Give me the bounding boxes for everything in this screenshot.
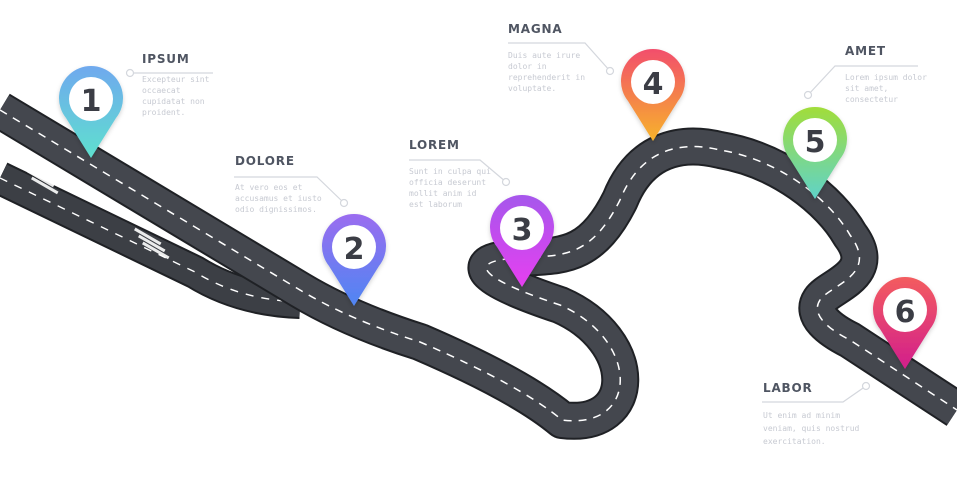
connector-dot-1 [125,68,135,78]
pin-3: 3 [489,195,554,287]
label-title-6: LABOR [763,381,813,395]
connector-2 [234,176,345,204]
pin-2: 2 [321,214,386,306]
pin-number-3: 3 [512,213,533,248]
connector-dot-6 [861,381,871,391]
crosswalk [23,162,170,260]
label-title-5: AMET [845,44,886,58]
connector-4 [508,42,611,72]
label-title-2: DOLORE [235,154,295,168]
pin-number-5: 5 [805,125,826,160]
connector-6 [762,385,867,403]
label-connectors [125,42,918,403]
connector-dot-4 [605,66,615,76]
pin-6: 6 [873,277,938,369]
connector-3 [409,159,507,183]
label-title-1: IPSUM [142,52,190,66]
pin-4: 4 [621,49,685,142]
connector-5 [807,65,918,96]
label-title-3: LOREM [409,138,460,152]
pin-number-2: 2 [344,232,365,267]
label-title-4: MAGNA [508,22,563,36]
pin-number-6: 6 [895,295,916,330]
pin-1: 1 [59,66,123,158]
pin-number-4: 4 [643,67,664,102]
pin-5: 5 [783,107,847,199]
connector-dot-5 [803,90,813,100]
connector-dot-3 [501,177,511,187]
pin-number-1: 1 [81,84,102,119]
connector-dot-2 [339,198,349,208]
